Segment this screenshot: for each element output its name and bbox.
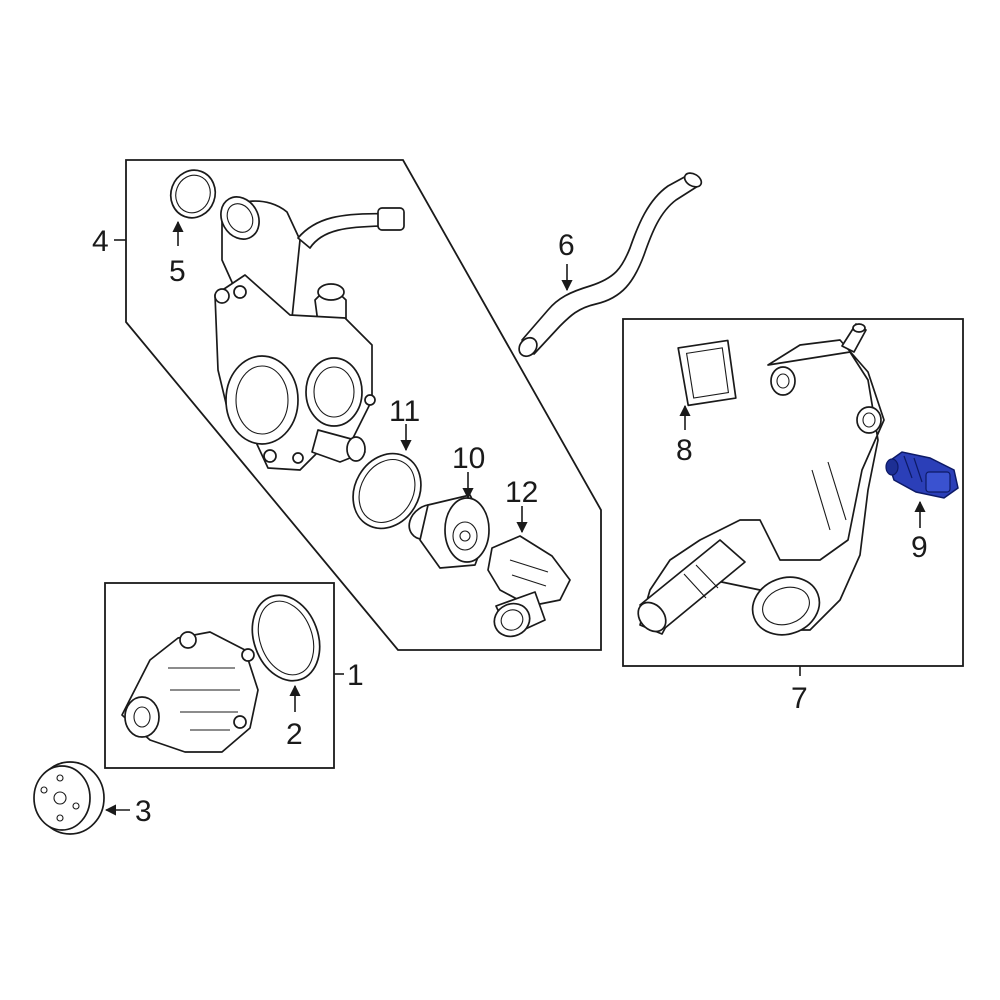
callout-1: 1	[347, 659, 364, 692]
group-box-1	[104, 582, 335, 769]
callout-2: 2	[286, 718, 303, 751]
callout-7: 7	[791, 682, 808, 715]
callout-8: 8	[676, 434, 693, 467]
callout-3: 3	[135, 795, 152, 828]
o-ring-2	[251, 594, 321, 682]
callout-12: 12	[505, 476, 538, 509]
o-ring-11	[352, 452, 422, 530]
thermostat-housing-4	[214, 196, 405, 471]
callout-11: 11	[389, 395, 420, 428]
callout-4: 4	[92, 225, 109, 258]
coolant-outlet-12	[487, 535, 571, 638]
callout-5: 5	[169, 255, 186, 288]
pulley-3	[33, 761, 105, 835]
group-box-7	[622, 318, 964, 667]
hose-6	[518, 172, 703, 358]
thermostat-10	[408, 494, 490, 569]
callout-6: 6	[558, 229, 575, 262]
callout-9: 9	[911, 531, 928, 564]
callout-10: 10	[452, 442, 485, 475]
o-ring-5	[169, 169, 217, 219]
gasket-8	[677, 339, 737, 407]
group-box-4	[125, 159, 602, 651]
sensor-9-highlighted	[885, 451, 959, 499]
water-pump-1	[121, 631, 259, 753]
coolant-pipe-7	[637, 323, 885, 636]
